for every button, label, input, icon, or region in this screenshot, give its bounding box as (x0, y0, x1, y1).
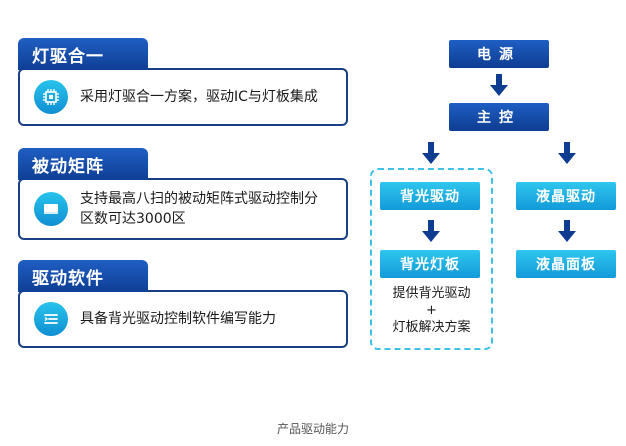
feature-box: 具备背光驱动控制软件编写能力 (18, 290, 348, 348)
feature-desc: 具备背光驱动控制软件编写能力 (80, 311, 276, 327)
flow-node-lcd-panel: 液晶面板 (516, 250, 616, 278)
arrow-down-icon (490, 74, 508, 96)
feature-desc-line: 支持最高八扫的被动矩阵式驱动控制分 (80, 191, 318, 207)
solution-note: 提供背光驱动 + 灯板解决方案 (370, 284, 493, 338)
feature-title: 灯驱合一 (18, 38, 148, 70)
arrow-down-icon (558, 142, 576, 164)
arrow-down-icon (422, 142, 440, 164)
feature-box: 采用灯驱合一方案，驱动IC与灯板集成 (18, 68, 348, 126)
chip-icon (34, 80, 68, 114)
panel-icon (34, 192, 68, 226)
flow-node-backlight-driver: 背光驱动 (380, 182, 480, 210)
solution-note-line: + (426, 303, 437, 318)
feature-desc: 支持最高八扫的被动矩阵式驱动控制分 区数可达3000区 (80, 189, 318, 229)
feature-box: 支持最高八扫的被动矩阵式驱动控制分 区数可达3000区 (18, 178, 348, 240)
figure-caption: 产品驱动能力 (276, 422, 349, 436)
feature-desc-line: 区数可达3000区 (80, 211, 186, 227)
flow-node-main-control: 主控 (449, 103, 549, 131)
flow-node-power: 电源 (449, 40, 549, 68)
solution-note-line: 提供背光驱动 (392, 286, 471, 301)
list-icon (34, 302, 68, 336)
arrow-down-icon (422, 220, 440, 242)
flow-node-lcd-driver: 液晶驱动 (516, 182, 616, 210)
arrow-down-icon (558, 220, 576, 242)
feature-title: 驱动软件 (18, 260, 148, 292)
solution-note-line: 灯板解决方案 (392, 320, 471, 335)
feature-title: 被动矩阵 (18, 148, 148, 180)
feature-desc: 采用灯驱合一方案，驱动IC与灯板集成 (80, 89, 318, 105)
backlight-solution-group (370, 168, 493, 350)
flow-node-backlight-board: 背光灯板 (380, 250, 480, 278)
